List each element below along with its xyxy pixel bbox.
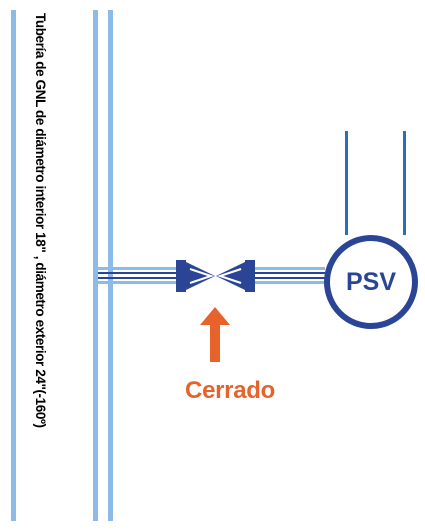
valve-left-wedge: [186, 262, 215, 290]
psv-circle[interactable]: [324, 235, 418, 329]
pipe-description-label: Tubería de GNL de diámetro interior 18" …: [31, 13, 49, 518]
valve-left-highlight: [189, 268, 215, 284]
valve-right-flange: [245, 260, 255, 292]
branch-pipe-bottom-left: [98, 281, 178, 284]
main-pipe-right-wall: [108, 10, 113, 521]
branch-pipe-bottom-right: [253, 281, 325, 284]
valve-right-highlight: [216, 268, 242, 284]
gate-valve-icon[interactable]: [176, 260, 255, 292]
main-pipe: [93, 10, 113, 521]
psv-vent-left: [345, 131, 348, 235]
branch-pipe-inner-right-bottom: [253, 277, 325, 279]
branch-pipe-inner-right-top: [253, 272, 325, 274]
branch-pipe-inner-left-top: [98, 272, 178, 274]
arrow-up-icon: [200, 307, 230, 362]
valve-status-label: Cerrado: [185, 377, 275, 404]
psv-vent-lines: [345, 131, 406, 235]
branch-pipe: [98, 267, 325, 284]
arrow-head: [200, 307, 230, 325]
pipe-description-text: Tubería de GNL de diámetro interior 18" …: [33, 13, 48, 428]
valve-left-flange: [176, 260, 186, 292]
psv-label: PSV: [345, 268, 397, 296]
psv-vent-right: [403, 131, 406, 235]
main-pipe-left-wall: [93, 10, 98, 521]
branch-pipe-top-right: [253, 267, 325, 270]
arrow-shaft: [210, 324, 220, 362]
branch-pipe-top-left: [98, 267, 178, 270]
branch-pipe-inner-left-bottom: [98, 277, 178, 279]
valve-right-wedge: [216, 262, 245, 290]
left-wall-line: [11, 10, 16, 521]
